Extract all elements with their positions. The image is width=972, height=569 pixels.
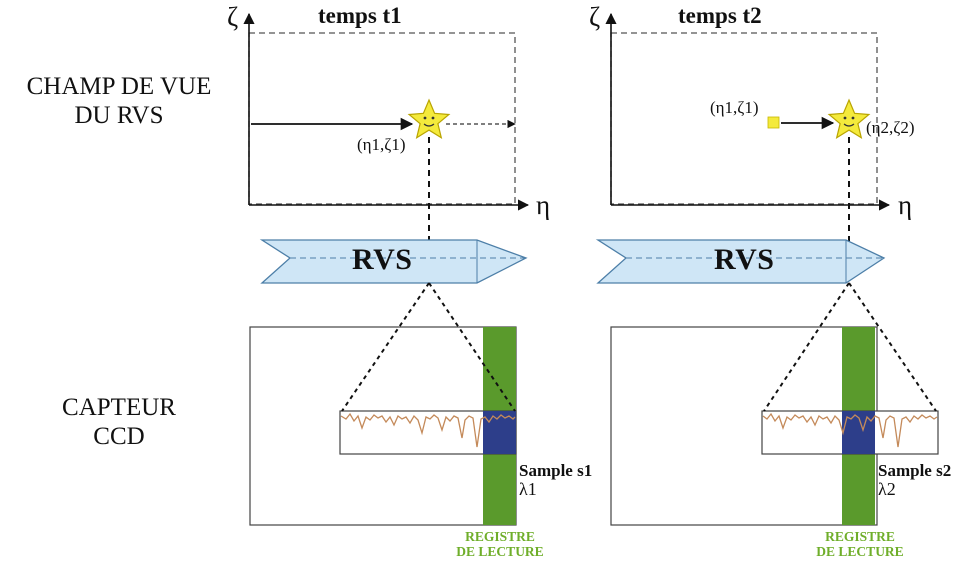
rvs-prism-t1 [259, 239, 528, 284]
eta-axis-label-t1: η [536, 190, 551, 220]
sample-label-t1: Sample s1 λ1 [519, 461, 592, 499]
panel-title-t1: temps t1 [318, 3, 402, 28]
readout-register-label-t2-line2: DE LECTURE [816, 544, 904, 559]
eta-axis-label-t2: η [898, 190, 913, 220]
zeta-axis-label-t2: ζ [589, 2, 601, 32]
star-coordinate-t1: (η1,ζ1) [357, 135, 406, 154]
wavelength-t1: λ1 [519, 479, 537, 499]
cone-right-t1 [428, 282, 516, 412]
readout-register-label-t2-line1: REGISTRE [825, 529, 895, 544]
readout-register-label-t1-line1: REGISTRE [465, 529, 535, 544]
ccd-label: CAPTEUR CCD [8, 393, 230, 451]
panel-t1 [243, 12, 530, 526]
overlap-pixel-t1 [483, 411, 516, 454]
spectrum-trace-t1 [340, 412, 516, 448]
ccd-label-line1: CAPTEUR [62, 394, 176, 421]
previous-coordinate-t2: (η1,ζ1) [710, 98, 759, 117]
field-of-view-label: CHAMP DE VUE DU RVS [8, 72, 230, 130]
zeta-axis-label-t1: ζ [227, 2, 239, 32]
rvs-label-t1: RVS [352, 243, 413, 276]
wavelength-t2: λ2 [878, 479, 896, 499]
panel-title-t2: temps t2 [678, 3, 762, 28]
cone-left-t1 [341, 282, 430, 412]
sample-name-t2: Sample s2 [878, 461, 952, 480]
field-of-view-frame-t1 [248, 32, 516, 205]
star-coordinate-t2: (η2,ζ2) [866, 118, 915, 137]
cone-left-t2 [763, 282, 850, 412]
field-of-view-label-line2: DU RVS [74, 102, 164, 129]
readout-register-label-t1: REGISTRE DE LECTURE [448, 529, 552, 559]
readout-register-label-t1-line2: DE LECTURE [456, 544, 544, 559]
sample-label-t2: Sample s2 λ2 [878, 461, 951, 499]
spectrum-trace-t2 [762, 412, 938, 448]
field-of-view-frame-t2 [610, 32, 878, 205]
star-icon [827, 98, 871, 139]
sample-name-t1: Sample s1 [519, 461, 593, 480]
rvs-label-t2: RVS [714, 243, 775, 276]
star-icon [407, 98, 451, 139]
panel-t2 [595, 12, 939, 526]
ccd-label-line2: CCD [93, 423, 145, 450]
readout-register-label-t2: REGISTRE DE LECTURE [808, 529, 912, 559]
cone-right-t2 [848, 282, 937, 412]
square-marker-icon [767, 116, 780, 129]
rvs-prism-t2 [595, 239, 886, 284]
field-of-view-label-line1: CHAMP DE VUE [26, 73, 212, 100]
